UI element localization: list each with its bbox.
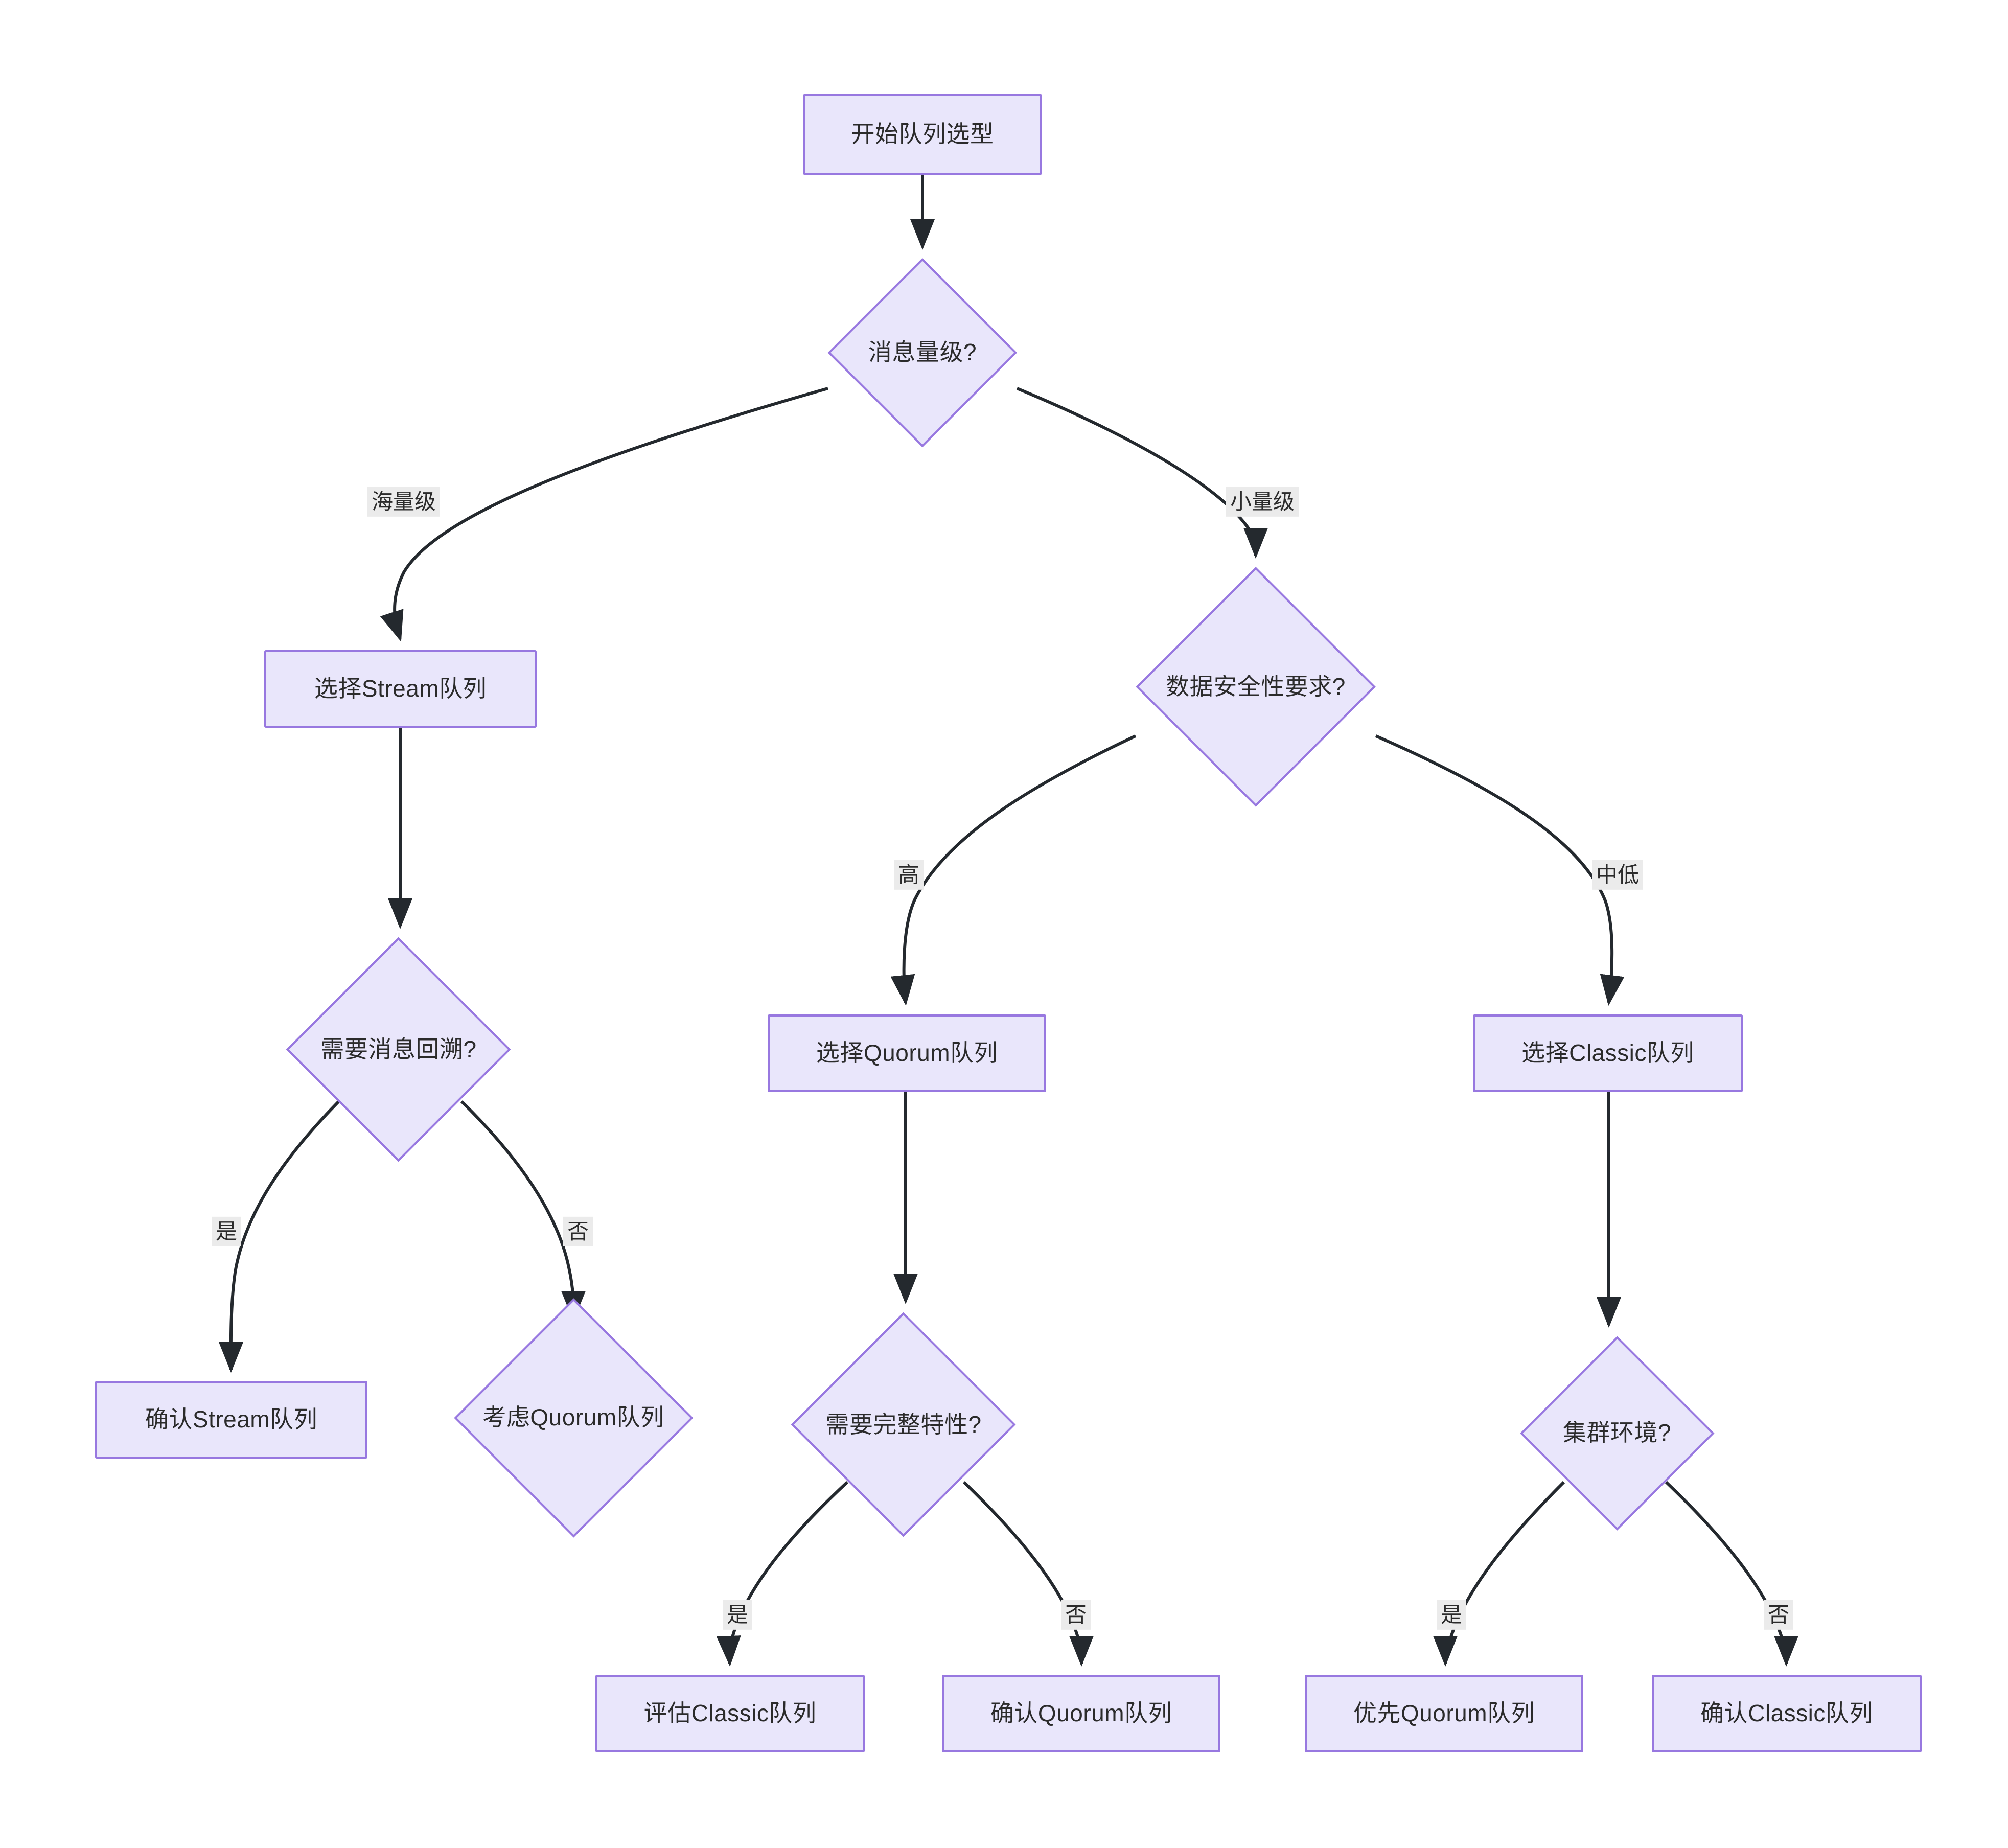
node-cluster[interactable]: 集群环境? bbox=[1519, 1335, 1714, 1530]
node-confirm_quorum[interactable]: 确认Quorum队列 bbox=[942, 1675, 1220, 1752]
edge-label-e13: 是 bbox=[1436, 1600, 1467, 1630]
node-label-classic: 选择Classic队列 bbox=[1521, 1040, 1694, 1067]
node-classic[interactable]: 选择Classic队列 bbox=[1473, 1014, 1743, 1092]
node-confirm_stream[interactable]: 确认Stream队列 bbox=[95, 1381, 367, 1459]
node-label-cluster: 集群环境? bbox=[1562, 1419, 1672, 1446]
node-label-quorum: 选择Quorum队列 bbox=[816, 1040, 998, 1067]
edge-label-e3: 小量级 bbox=[1226, 487, 1299, 517]
node-label-prefer_quorum: 优先Quorum队列 bbox=[1353, 1700, 1535, 1727]
edge-label-e8: 否 bbox=[563, 1216, 593, 1247]
node-consider_quorum[interactable]: 考虑Quorum队列 bbox=[453, 1298, 693, 1537]
edge-label-e5: 高 bbox=[893, 860, 924, 890]
node-label-confirm_quorum: 确认Quorum队列 bbox=[990, 1700, 1172, 1727]
edge-security-to-classic bbox=[1375, 734, 1625, 1006]
node-label-features: 需要完整特性? bbox=[825, 1411, 982, 1438]
node-eval_classic[interactable]: 评估Classic队列 bbox=[595, 1675, 865, 1752]
node-quorum[interactable]: 选择Quorum队列 bbox=[768, 1014, 1046, 1092]
node-label-eval_classic: 评估Classic队列 bbox=[643, 1700, 817, 1727]
node-start[interactable]: 开始队列选型 bbox=[803, 94, 1042, 175]
node-prefer_quorum[interactable]: 优先Quorum队列 bbox=[1305, 1675, 1583, 1752]
node-label-start: 开始队列选型 bbox=[851, 121, 994, 148]
edge-label-e10: 是 bbox=[722, 1600, 753, 1630]
node-label-confirm_classic: 确认Classic队列 bbox=[1700, 1700, 1873, 1727]
edge-label-e14: 否 bbox=[1763, 1600, 1794, 1630]
node-label-security: 数据安全性要求? bbox=[1166, 673, 1346, 700]
edge-volume-to-stream bbox=[380, 387, 828, 642]
node-replay[interactable]: 需要消息回溯? bbox=[286, 937, 511, 1162]
node-confirm_classic[interactable]: 确认Classic队列 bbox=[1652, 1675, 1922, 1752]
edge-replay-to-confirm_stream bbox=[218, 1100, 340, 1373]
node-label-stream: 选择Stream队列 bbox=[314, 675, 487, 702]
node-stream[interactable]: 选择Stream队列 bbox=[264, 650, 537, 728]
node-label-volume: 消息量级? bbox=[868, 339, 977, 366]
edge-volume-to-security bbox=[1016, 387, 1268, 559]
node-volume[interactable]: 消息量级? bbox=[827, 258, 1017, 447]
edge-label-e11: 否 bbox=[1060, 1600, 1091, 1630]
edge-label-e6: 中低 bbox=[1591, 860, 1644, 890]
node-label-confirm_stream: 确认Stream队列 bbox=[145, 1406, 318, 1433]
node-features[interactable]: 需要完整特性? bbox=[791, 1312, 1016, 1537]
edge-security-to-quorum bbox=[890, 734, 1137, 1006]
node-label-replay: 需要消息回溯? bbox=[320, 1036, 477, 1063]
edge-label-e2: 海量级 bbox=[367, 487, 441, 517]
node-label-consider_quorum: 考虑Quorum队列 bbox=[482, 1404, 664, 1431]
edge-label-e7: 是 bbox=[211, 1216, 242, 1247]
node-security[interactable]: 数据安全性要求? bbox=[1136, 567, 1376, 807]
